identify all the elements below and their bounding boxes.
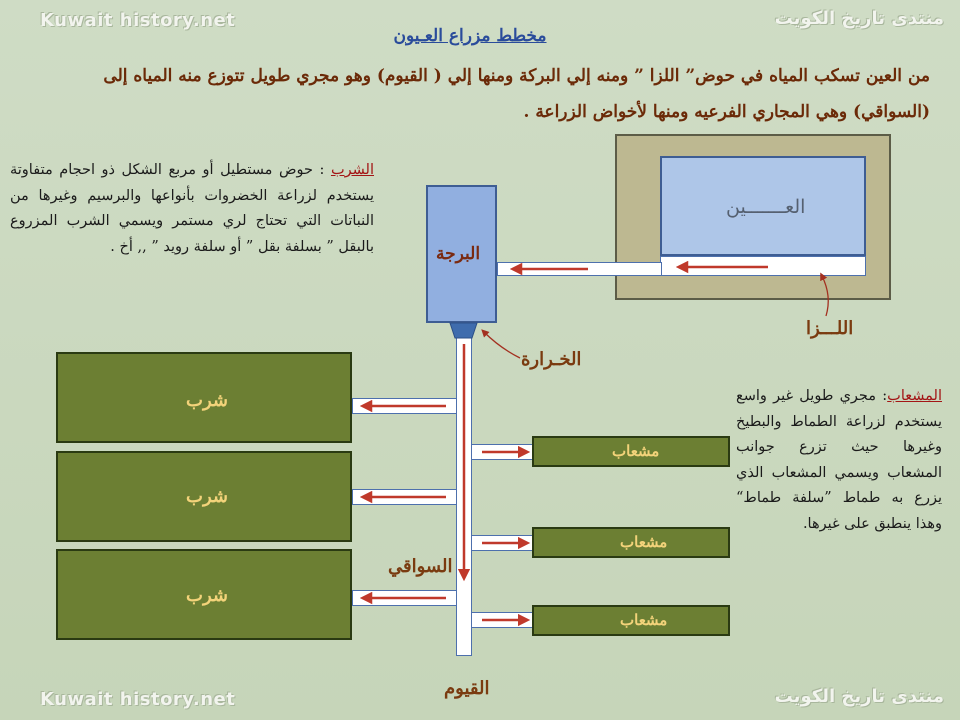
- mshaab-field-label: مشعاب: [620, 611, 668, 629]
- mshaab-description: المشعاب: مجري طويل غير واسع يستخدم لزراع…: [736, 384, 942, 537]
- diagram-title: مخطط مزراع العـيون: [393, 26, 547, 46]
- watermark-bottom-right: منتدى تاريخ الكويت: [774, 686, 944, 707]
- lza-label: اللـــزا: [806, 318, 854, 339]
- shirb-field-label: شرب: [186, 486, 228, 507]
- khrara-label: الخـرارة: [521, 349, 582, 370]
- burja-tank: [426, 185, 497, 323]
- spring-ain: [660, 156, 866, 256]
- shirb-field: شرب: [56, 549, 352, 640]
- watermark-bottom-left: Kuwait history.net: [40, 689, 236, 710]
- watermark-top-right: منتدى تاريخ الكويت: [774, 8, 944, 29]
- mshaab-field-label: مشعاب: [620, 533, 668, 551]
- mshaab-field: مشعاب: [532, 527, 730, 558]
- khrara-nozzle: [449, 322, 478, 339]
- shirb-field: شرب: [56, 451, 352, 542]
- mshaab-field: مشعاب: [532, 436, 730, 467]
- ain-label: العـــــــين: [726, 196, 806, 218]
- shirb-field: شرب: [56, 352, 352, 443]
- mshaab-body: : مجري طويل غير واسع يستخدم لزراعة الطما…: [736, 388, 942, 532]
- qayoom-label: القيوم: [444, 678, 490, 699]
- watermark-top-left: Kuwait history.net: [40, 10, 236, 31]
- shirb-description: الشرب : حوض مستطيل أو مربع الشكل ذو احجا…: [10, 158, 374, 260]
- lza-callout: [820, 272, 829, 317]
- mshaab-heading: المشعاب: [887, 388, 942, 404]
- shirb-field-label: شرب: [186, 390, 228, 411]
- khrara-callout: [481, 329, 521, 359]
- mshaab-field-label: مشعاب: [612, 442, 660, 460]
- intro-paragraph: من العين تسكب المياه في حوض” اللزا ” ومن…: [103, 66, 930, 122]
- mshaab-field: مشعاب: [532, 605, 730, 636]
- sawaqi-label: السواقي: [388, 556, 453, 577]
- shirb-heading: الشرب: [330, 162, 374, 178]
- shirb-body: : حوض مستطيل أو مربع الشكل ذو احجام متفا…: [10, 162, 374, 255]
- burja-label: البرجة: [436, 244, 481, 264]
- shirb-field-label: شرب: [186, 585, 228, 606]
